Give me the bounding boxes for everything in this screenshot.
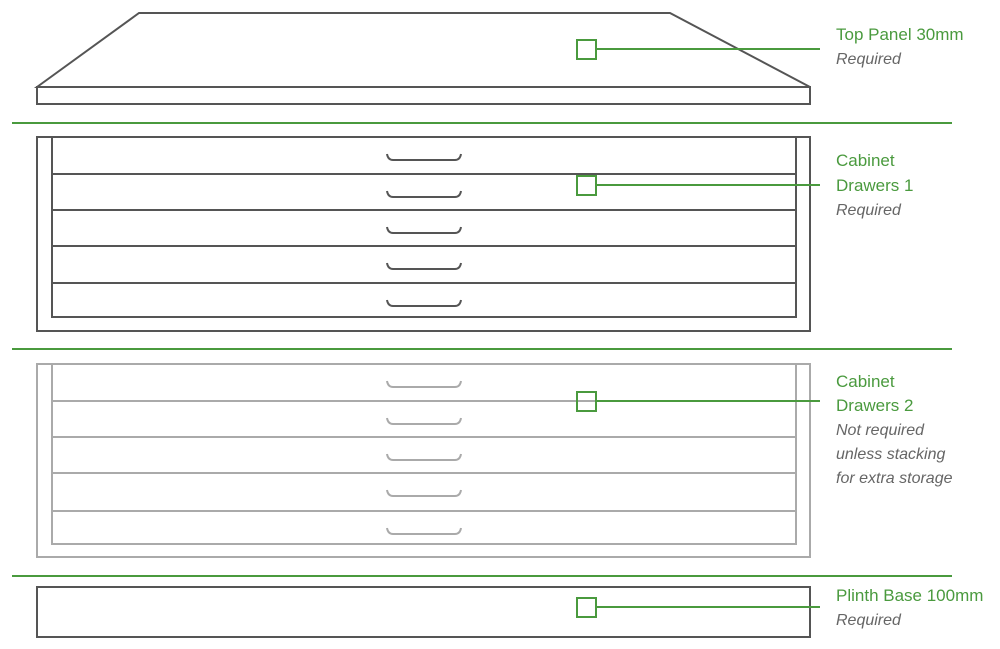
drawer-handle-icon <box>386 226 462 234</box>
label-cabinet-2: Cabinet Drawers 2 Not required unless st… <box>836 372 953 487</box>
marker-cabinet-2 <box>576 391 820 412</box>
marker-plinth <box>576 597 820 618</box>
drawer-handle-icon <box>386 299 462 307</box>
drawer-handle-icon <box>386 380 462 388</box>
drawer-handle-icon <box>386 527 462 535</box>
marker-cabinet-1 <box>576 175 820 196</box>
drawer-handle-icon <box>386 489 462 497</box>
label-title: Top Panel 30mm <box>836 25 964 44</box>
label-title: Cabinet <box>836 151 895 170</box>
label-note: unless stacking <box>836 446 945 463</box>
label-plinth: Plinth Base 100mm Required <box>836 586 983 629</box>
cabinet-drawers-2 <box>36 363 811 558</box>
drawer-handle-icon <box>386 190 462 198</box>
label-title: Drawers 2 <box>836 396 913 415</box>
drawer-handle-icon <box>386 153 462 161</box>
cabinet-drawers-1 <box>36 136 811 332</box>
label-title: Drawers 1 <box>836 176 913 195</box>
label-note: Required <box>836 202 902 219</box>
drawer-handle-icon <box>386 417 462 425</box>
label-title: Plinth Base 100mm <box>836 586 983 605</box>
label-top-panel: Top Panel 30mm Required <box>836 25 964 68</box>
drawer-handle-icon <box>386 262 462 270</box>
marker-top-panel <box>576 39 820 60</box>
top-panel <box>33 12 811 105</box>
label-cabinet-1: Cabinet Drawers 1 Required <box>836 151 913 219</box>
label-title: Cabinet <box>836 372 895 391</box>
label-note: Required <box>836 51 902 68</box>
plinth-base <box>36 586 811 638</box>
label-note: Required <box>836 612 902 629</box>
drawer-handle-icon <box>386 453 462 461</box>
label-note: for extra storage <box>836 470 953 487</box>
label-note: Not required <box>836 422 925 439</box>
